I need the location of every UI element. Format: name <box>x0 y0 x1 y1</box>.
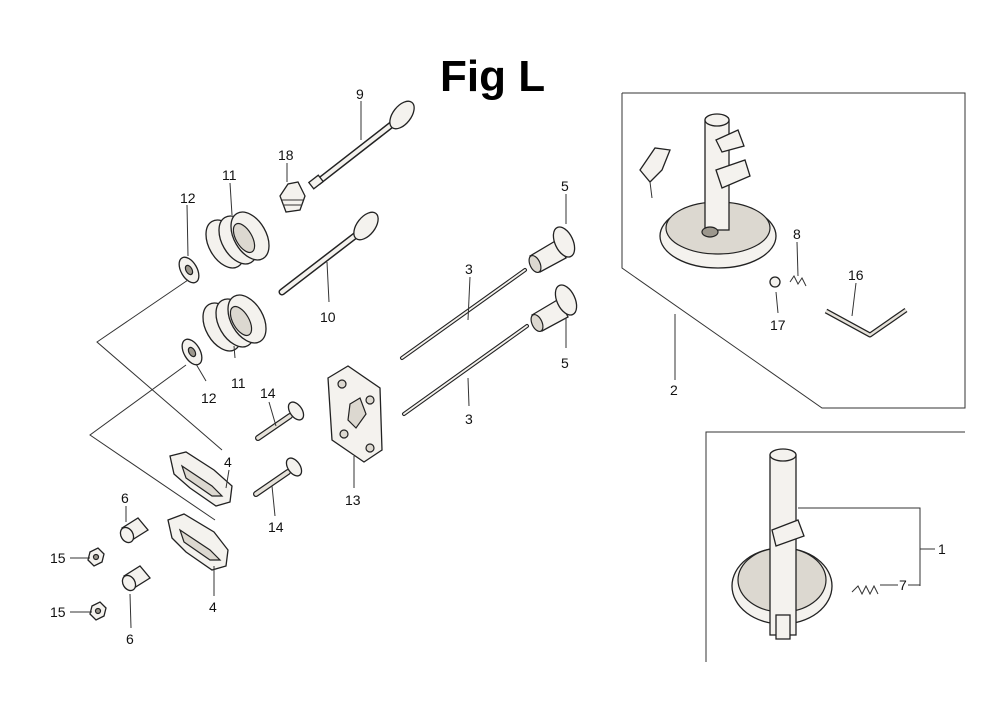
callout-14-lower: 14 <box>268 519 284 535</box>
callout-1: 1 <box>938 541 946 557</box>
callout-17: 17 <box>770 317 786 333</box>
callout-10: 10 <box>320 309 336 325</box>
callout-18: 18 <box>278 147 294 163</box>
callout-11-lower: 11 <box>231 375 246 391</box>
spring-7 <box>851 584 879 596</box>
decompressor-weight <box>639 147 671 199</box>
callout-labels: 9 18 11 12 10 11 12 3 3 5 5 14 14 13 4 4… <box>50 86 946 647</box>
inset-box-camshaft-2 <box>621 92 966 409</box>
rocker-arm-4-lower <box>167 513 229 571</box>
push-rod-3-lower <box>402 324 529 416</box>
camshaft-assembly-1 <box>731 448 833 640</box>
inset-box-camshaft-1 <box>705 431 965 662</box>
callout-6-lower: 6 <box>126 631 134 647</box>
pivot-6-upper <box>119 517 149 544</box>
spring-8 <box>789 275 807 287</box>
rocker-arm-4-upper <box>169 451 233 507</box>
callout-4-lower: 4 <box>209 599 217 615</box>
callout-12-upper: 12 <box>180 190 196 206</box>
leader-lines <box>70 101 935 629</box>
figure-title: Fig L <box>440 52 546 101</box>
callout-5-upper: 5 <box>561 178 569 194</box>
callout-2: 2 <box>670 382 678 398</box>
callout-8: 8 <box>793 226 801 242</box>
pin-16 <box>824 307 908 338</box>
nut-15-upper <box>87 547 105 567</box>
callout-14-upper: 14 <box>260 385 276 401</box>
push-rod-3-upper <box>400 268 527 360</box>
callout-11-upper: 11 <box>222 167 237 183</box>
stem-seal-18 <box>279 181 306 213</box>
valve-10 <box>278 211 379 296</box>
nut-15-lower <box>89 601 107 621</box>
collar-17 <box>769 276 781 288</box>
callout-6-upper: 6 <box>121 490 129 506</box>
callout-15-lower: 15 <box>50 604 66 620</box>
callout-16: 16 <box>848 267 864 283</box>
tappet-5-lower <box>530 284 578 333</box>
callout-9: 9 <box>356 86 364 102</box>
spring-retainer-12-upper <box>178 256 200 284</box>
bolt-14-upper <box>255 401 305 441</box>
callout-7: 7 <box>899 577 907 593</box>
guide-plate-13 <box>327 365 383 463</box>
callout-3-upper: 3 <box>465 261 473 277</box>
pivot-6-lower <box>121 565 151 592</box>
tappet-5-upper <box>528 226 576 274</box>
callout-12-lower: 12 <box>201 390 217 406</box>
spring-retainer-12-lower <box>181 338 203 366</box>
valve-spring-11-upper <box>205 211 270 269</box>
callout-4-upper: 4 <box>224 454 232 470</box>
callout-5-lower: 5 <box>561 355 569 371</box>
valve-spring-11-lower <box>202 294 267 352</box>
bolt-14-lower <box>253 457 303 497</box>
camshaft-assembly-2 <box>659 113 777 269</box>
callout-3-lower: 3 <box>465 411 473 427</box>
callout-15-upper: 15 <box>50 550 66 566</box>
reference-lines-left <box>89 279 223 521</box>
valve-9 <box>307 100 415 190</box>
callout-13: 13 <box>345 492 361 508</box>
